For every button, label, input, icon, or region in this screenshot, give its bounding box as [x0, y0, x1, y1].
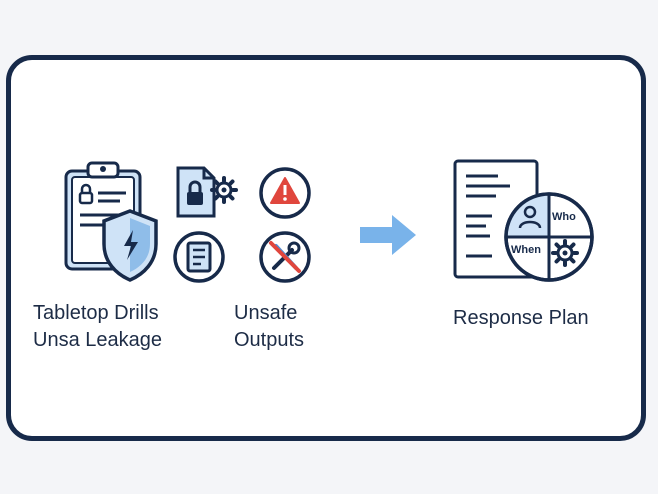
document-circle-icon [173, 231, 225, 283]
unsafe-outputs-label: Unsafe Outputs [234, 300, 304, 354]
warning-icon [259, 167, 311, 219]
tools-cross-icon [259, 231, 311, 283]
lock-file-gear-icon [176, 166, 238, 218]
when-label: When [511, 244, 541, 256]
shield-icon [102, 209, 158, 282]
who-label: Who [552, 211, 576, 223]
unsafe-outputs-line-2: Outputs [234, 329, 305, 351]
tabletop-drills-line-2: Unsa Leakage [33, 329, 162, 351]
response-plan-label: Response Plan [453, 307, 589, 329]
person-icon [518, 205, 542, 229]
gear-icon [551, 239, 579, 267]
arrow-right-icon [360, 215, 416, 255]
tabletop-drills-line-1: Tabletop Drills [33, 302, 159, 324]
unsafe-outputs-line-1: Unsafe [234, 302, 298, 324]
tabletop-drills-label: Tabletop Drills Unsa Leakage [33, 300, 162, 354]
